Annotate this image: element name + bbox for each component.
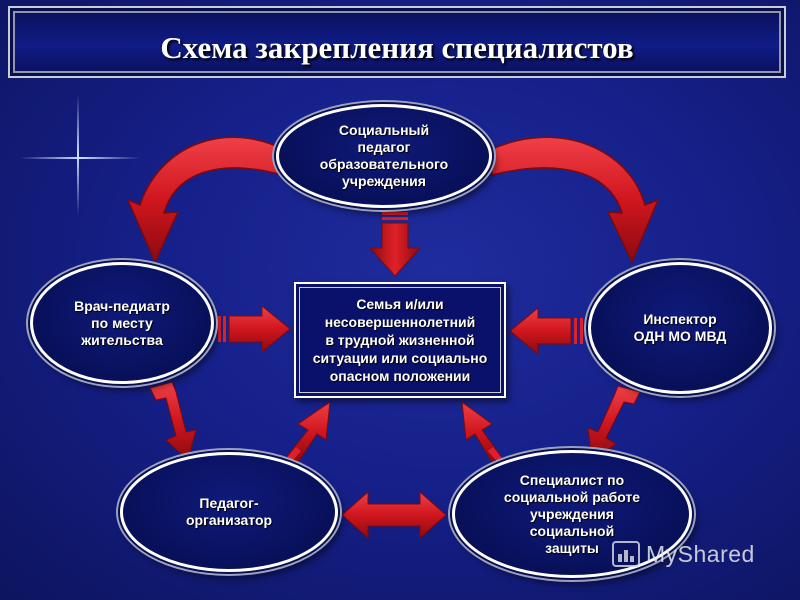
node-organizer: Педагог- организатор [120, 452, 338, 572]
right-arrow-left [218, 304, 291, 354]
title-banner: Схема закрепления специалистов [8, 6, 786, 78]
node-social-worker: Специалист по социальной работе учрежден… [452, 450, 692, 578]
curved-arrow-top-right [489, 136, 660, 264]
center-box-label: Семья и/или несовершеннолетний в трудной… [312, 296, 488, 384]
watermark-text: MyShared [646, 540, 755, 567]
sparkle-decoration [20, 157, 140, 159]
node-inspector-label: Инспектор ОДН МО МВД [633, 311, 727, 344]
sparkle-decoration [77, 95, 79, 215]
watermark: MyShared [612, 536, 755, 572]
node-social-pedagogue: Социальный педагог образовательного учре… [276, 104, 492, 208]
double-arrow-left [149, 381, 197, 461]
center-box-family: Семья и/или несовершеннолетний в трудной… [294, 282, 506, 398]
diagonal-arrow-bottom-left [287, 400, 331, 463]
left-arrow-right [509, 306, 583, 356]
double-arrow-right [587, 385, 641, 461]
page-title: Схема закрепления специалистов [160, 30, 634, 65]
node-social-worker-label: Специалист по социальной работе учрежден… [503, 471, 641, 556]
diagonal-arrow-bottom-right [461, 400, 501, 463]
node-pediatrician: Врач-педиатр по месту жительства [30, 262, 214, 384]
node-inspector: Инспектор ОДН МО МВД [588, 262, 772, 394]
node-organizer-label: Педагог- организатор [185, 495, 273, 528]
node-social-pedagogue-label: Социальный педагог образовательного учре… [319, 122, 449, 189]
down-arrow-top-center [368, 212, 422, 277]
curved-arrow-top-left [126, 136, 286, 264]
double-arrow-bottom [341, 490, 447, 540]
node-pediatrician-label: Врач-педиатр по месту жительства [74, 297, 170, 348]
presentation-icon [612, 541, 640, 567]
